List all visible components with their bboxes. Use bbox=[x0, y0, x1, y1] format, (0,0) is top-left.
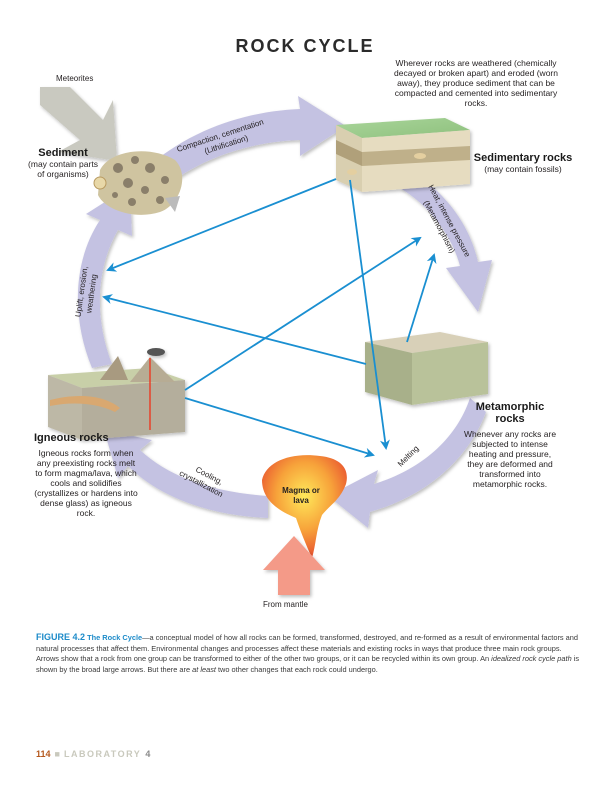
meteorites-label: Meteorites bbox=[56, 74, 94, 83]
cycle-arrow-metamorphism bbox=[400, 174, 492, 312]
cycle-arrow-uplift bbox=[77, 186, 132, 368]
magma-label: Magma or lava bbox=[282, 486, 320, 505]
sediment-heading: Sediment bbox=[38, 147, 88, 159]
arrow-sedimentary-to-sediment bbox=[106, 178, 337, 272]
fossil-icon bbox=[347, 169, 357, 175]
page-number: 114 bbox=[36, 749, 51, 759]
footer-section-number: 4 bbox=[145, 749, 151, 759]
caption-emphasis: at least bbox=[192, 664, 216, 674]
sedimentary-heading: Sedimentary rocks bbox=[473, 152, 573, 164]
volcano-icon bbox=[130, 357, 175, 382]
igneous-heading: Igneous rocks bbox=[34, 432, 109, 444]
cycle-arrow-cooling bbox=[104, 430, 268, 518]
caption-text: —a conceptual model of how all rocks can… bbox=[36, 633, 578, 664]
sediment-pebbles bbox=[112, 156, 169, 206]
transition-arrows bbox=[102, 178, 437, 458]
arrow-igneous-to-magma bbox=[184, 397, 375, 458]
mantle-arrow bbox=[263, 536, 325, 595]
sedimentary-label-block: Sedimentary rocks (may contain fossils) bbox=[468, 152, 578, 174]
igneous-rock-block bbox=[48, 348, 185, 440]
caption-emphasis: idealized rock cycle path bbox=[491, 654, 572, 664]
footer-section: LABORATORY bbox=[63, 749, 142, 759]
figure-title: The Rock Cycle bbox=[87, 633, 143, 642]
shell-icon bbox=[93, 176, 107, 190]
metamorphic-heading: Metamorphic rocks bbox=[475, 401, 545, 425]
cycle-arrow-melting bbox=[328, 398, 486, 528]
sediment-subtext: (may contain parts of organisms) bbox=[28, 159, 98, 179]
volcano-icon bbox=[100, 356, 128, 380]
shell-icon bbox=[165, 196, 180, 212]
sedimentary-subtext: (may contain fossils) bbox=[484, 164, 562, 174]
igneous-label-block: Igneous rocks Igneous rocks form when an… bbox=[34, 432, 138, 518]
arrow-metamorphic-to-metamorphism bbox=[406, 253, 437, 343]
arrow-metamorphic-to-sediment bbox=[102, 294, 367, 365]
caption-text: two other changes that each rock could u… bbox=[215, 664, 378, 674]
magma-blob bbox=[262, 455, 347, 558]
figure-number: FIGURE 4.2 bbox=[36, 632, 86, 642]
igneous-description: Igneous rocks form when any preexisting … bbox=[34, 448, 138, 518]
arrow-sedimentary-to-magma bbox=[349, 179, 390, 450]
metamorphic-label-block: Metamorphic rocks Whenever any rocks are… bbox=[460, 401, 560, 489]
arrow-igneous-to-metamorphism bbox=[184, 236, 422, 391]
from-mantle-label: From mantle bbox=[263, 600, 308, 609]
meteorite-arrow bbox=[40, 87, 117, 161]
metamorphic-description: Whenever any rocks are subjected to inte… bbox=[463, 429, 557, 489]
sedimentary-rock-block bbox=[336, 118, 470, 192]
weathering-note: Wherever rocks are weathered (chemically… bbox=[394, 58, 558, 108]
footer-separator: ■ bbox=[54, 749, 60, 759]
sediment-label-block: Sediment (may contain parts of organisms… bbox=[28, 147, 98, 179]
cycle-arrow-compaction bbox=[128, 96, 346, 200]
figure-caption: FIGURE 4.2 The Rock Cycle—a conceptual m… bbox=[36, 632, 581, 675]
page-title: ROCK CYCLE bbox=[235, 36, 375, 56]
metamorphic-rock-block bbox=[365, 332, 488, 405]
caption-text: is shown by the broad large arrows. But … bbox=[36, 654, 580, 674]
eruption-smoke-icon bbox=[147, 348, 165, 356]
fossil-icon bbox=[414, 153, 426, 159]
sediment-pile-illustration bbox=[93, 151, 183, 215]
